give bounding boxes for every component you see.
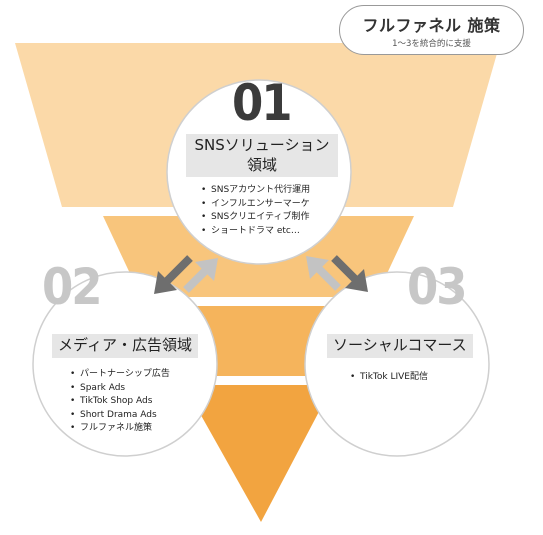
arrow-up-right-icon [183,258,218,293]
list-item: フルファネル施策 [70,422,170,436]
section-01-list: SNSアカウント代行運用 インフルエンサーマーケ SNSクリエイティブ制作 ショ… [201,184,310,238]
funnel-band-bottom [184,385,333,522]
section-02-title: メディア・広告領域 [52,334,198,358]
section-01-title: SNSソリューション 領域 [186,134,338,177]
list-item: TikTok LIVE配信 [350,371,428,385]
full-funnel-header-badge: フルファネル 施策 1～3を統合的に支援 [339,5,524,55]
list-item: Spark Ads [70,382,170,396]
list-item: SNSアカウント代行運用 [201,184,310,198]
circle-section-03 [304,271,490,457]
section-02-list: パートナーシップ広告 Spark Ads TikTok Shop Ads Sho… [70,368,170,436]
section-03-list: TikTok LIVE配信 [350,371,428,385]
section-01-title-line2: 領域 [246,155,277,174]
section-01-title-line1: SNSソリューション [194,136,330,154]
list-item: SNSクリエイティブ制作 [201,211,310,225]
list-item: ショートドラマ etc… [201,225,310,239]
section-03-number: 03 [407,258,468,316]
list-item: Short Drama Ads [70,409,170,423]
list-item: インフルエンサーマーケ [201,198,310,212]
arrow-down-right-icon [331,255,368,292]
header-subtitle: 1～3を統合的に支援 [392,39,471,49]
section-03-title: ソーシャルコマース [327,334,473,358]
header-title: フルファネル 施策 [362,16,501,35]
arrow-up-left-icon [306,256,341,291]
section-01-number: 01 [232,74,293,132]
arrow-down-left-icon [154,255,193,294]
list-item: TikTok Shop Ads [70,395,170,409]
list-item: パートナーシップ広告 [70,368,170,382]
section-02-number: 02 [42,258,103,316]
